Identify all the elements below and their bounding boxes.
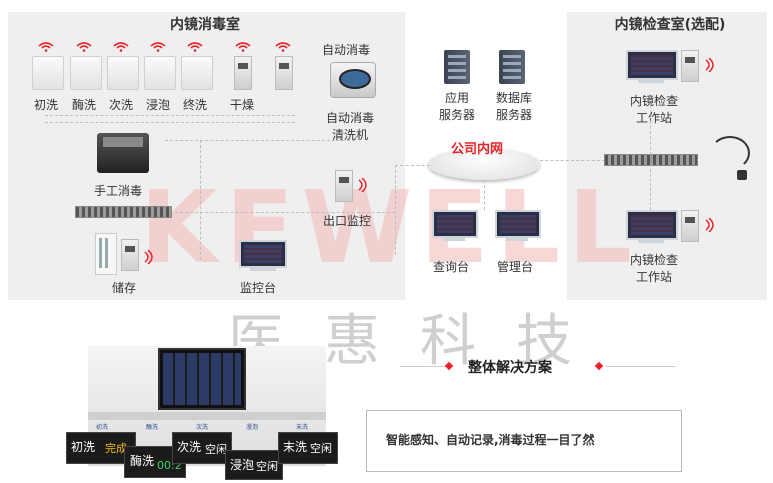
solution-title: 整体解决方案 [468,360,552,376]
connector-line [395,165,430,166]
dryer-label: 干燥 [230,98,255,112]
storage-reader [121,239,139,271]
wifi-icon [358,178,367,192]
monitor-station-screen [239,240,287,268]
station-label-2: 酶洗 [72,98,97,112]
workstation-1-reader [681,50,699,82]
wifi-icon [76,42,92,52]
wifi-icon [275,42,291,52]
auto-washer-label: 自动消毒 清洗机 [325,111,374,142]
app-server-icon [444,50,470,84]
wifi-icon [144,250,153,264]
manual-disinfect-label: 手工消毒 [94,184,143,198]
station-label-5: 终洗 [183,98,208,112]
workstation-2-reader [681,210,699,242]
admin-desk-label: 管理台 [497,260,534,274]
query-desk-screen [432,210,478,238]
network-switch [75,206,172,218]
shelf-strip [88,412,326,420]
auto-disinfect-label: 自动消毒 [322,43,371,57]
wifi-icon [705,218,714,232]
inspection-room-title: 内镜检查室(选配) [614,17,726,33]
wifi-icon [113,42,129,52]
disinfection-room-title: 内镜消毒室 [170,17,240,33]
connector-line [395,165,396,255]
monitor-station-label: 监控台 [240,281,277,295]
workstation-1-screen [626,50,678,80]
app-server-label: 应用 服务器 [438,91,475,122]
workstation-1-label: 内镜检查 工作站 [629,94,678,125]
manual-sink-image [97,133,149,173]
monitor-stand [250,268,276,271]
wifi-icon [187,42,203,52]
exit-monitor-reader [335,170,353,202]
status-tile: 初洗 完成 [66,432,136,464]
connector-line [45,122,295,123]
connector-line [650,164,651,210]
tagline-box [366,410,682,472]
station-label-4: 浸泡 [146,98,171,112]
photo-header-label-5: 末洗 [296,424,309,431]
wifi-icon [38,42,54,52]
station-cabinet [181,56,213,90]
workstation-2-stand [638,240,664,243]
dryer-unit [275,56,293,90]
admin-desk-stand [506,238,528,241]
photo-header-label-3: 次洗 [196,424,209,431]
admin-desk-screen [495,210,541,238]
connector-line [540,160,605,161]
status-tile: 浸泡 空闲 [225,450,283,480]
db-server-icon [499,50,525,84]
status-tile: 次洗 空闲 [172,432,232,464]
workstation-2-label: 内镜检查 工作站 [629,253,678,284]
connector-line [484,180,485,210]
dryer-unit [234,56,252,90]
workstation-1-stand [638,80,664,83]
intranet-cloud [428,148,540,180]
connector-line [165,140,355,141]
connector-line [200,140,201,260]
photo-header-label-2: 酶洗 [146,424,159,431]
endoscope-image [710,136,750,170]
watermark-logo: KEWELL [140,169,640,286]
query-desk-label: 查询台 [433,260,470,274]
station-cabinet [32,56,64,90]
query-desk-stand [443,238,465,241]
station-cabinet [70,56,102,90]
station-cabinet [144,56,176,90]
connector-line [650,105,651,155]
intranet-label: 公司内网 [451,142,504,157]
connector-line [170,212,395,213]
exit-monitor-label: 出口监控 [323,214,372,228]
solution-divider-left [400,366,450,367]
auto-washer-image [330,62,376,98]
station-cabinet [107,56,139,90]
connector-line [45,115,295,116]
wifi-icon [150,42,166,52]
storage-label: 储存 [112,281,137,295]
db-server-label: 数据库 服务器 [495,91,532,122]
storage-cabinet-image [95,233,117,275]
station-label-1: 初洗 [34,98,59,112]
station-label-3: 次洗 [109,98,134,112]
tagline-text: 智能感知、自动记录,消毒过程一目了然 [386,433,595,447]
photo-header-label-1: 初洗 [96,424,109,431]
workstation-2-screen [626,210,678,240]
wifi-icon [235,42,251,52]
endoscope-tag [737,170,747,180]
photo-header-label-4: 漫泡 [246,424,259,431]
solution-divider-right [606,366,676,367]
network-switch [604,154,698,166]
wifi-icon [705,58,714,72]
wall-monitor [158,348,246,410]
status-tile: 末洗 空闲 [278,432,338,464]
